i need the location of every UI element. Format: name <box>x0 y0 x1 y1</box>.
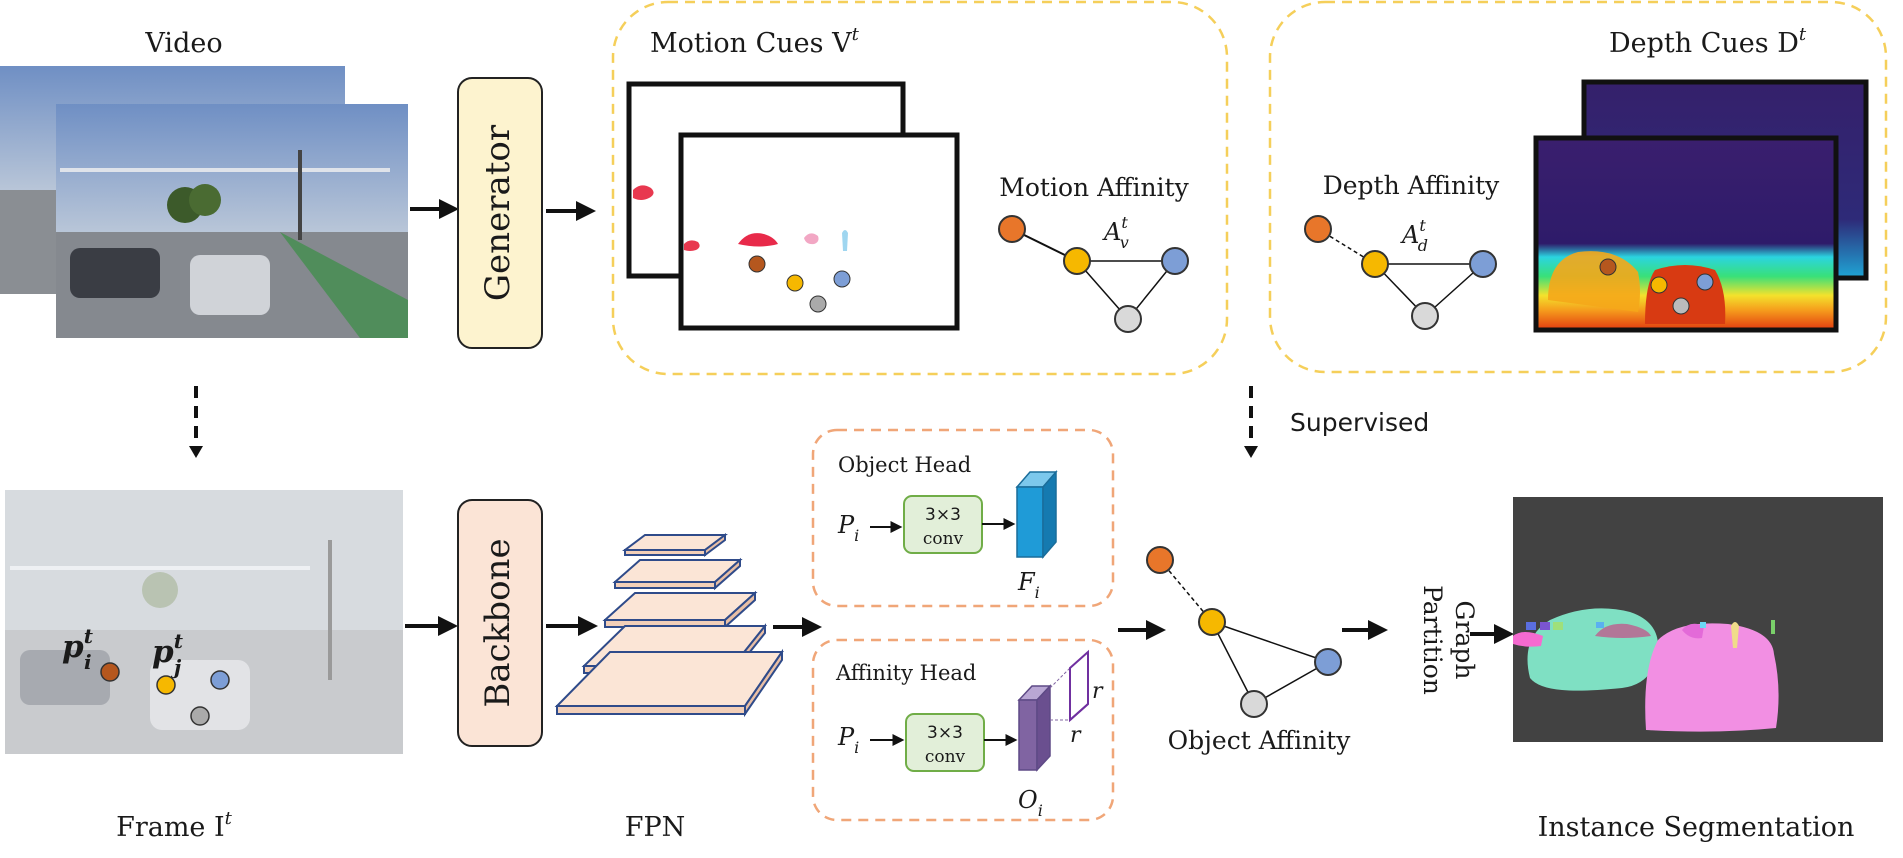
object-affinity-node-gray <box>1240 690 1268 718</box>
object-affinity-node-yellow <box>1198 608 1226 636</box>
affinity-head-conv-line1: 3×3 <box>927 723 963 743</box>
affinity-head-conv-line2: conv <box>925 747 966 767</box>
motion-node-brown <box>748 255 766 273</box>
seg-mask-mauve <box>1595 623 1651 638</box>
affinity-head-panel: Affinity Head Pi 3×3 conv r r Oi <box>811 638 1115 822</box>
motion-affinity-label: Motion Affinity <box>999 173 1189 202</box>
depth-affinity-graph <box>1304 215 1497 330</box>
segmentation-output <box>1513 497 1883 742</box>
object-affinity-node-orange <box>1146 546 1174 574</box>
affinity-r-label-2: r <box>1070 723 1082 748</box>
seg-mask-yellow <box>1731 622 1739 648</box>
object-feature-map <box>1015 469 1058 560</box>
seg-mask-small-2 <box>1540 622 1550 630</box>
motion-affinity-graph <box>998 215 1189 333</box>
motion-node-gray <box>809 295 827 313</box>
motion-affinity-node-blue <box>1161 247 1189 275</box>
video-section: Video <box>0 28 408 338</box>
object-affinity-node-blue <box>1314 648 1342 676</box>
svg-text:Graph: Graph <box>1450 601 1479 680</box>
backbone-block: Backbone <box>457 499 543 747</box>
seg-mask-small-3 <box>1553 622 1563 630</box>
fpn-level-1 <box>554 648 784 718</box>
fpn-level-5 <box>622 533 728 557</box>
seg-mask-small-4 <box>1596 622 1604 628</box>
motion-affinity-node-yellow <box>1063 247 1091 275</box>
affinity-feature-label: Oi <box>1018 786 1043 820</box>
motion-blob-back <box>633 185 654 200</box>
affinity-head-title: Affinity Head <box>835 661 976 685</box>
seg-mask-pink-small <box>1682 623 1704 639</box>
frame-node-brown <box>100 662 120 682</box>
depth-frame-front <box>1533 135 1839 333</box>
depth-affinity-node-orange <box>1304 215 1332 243</box>
motion-blob-person <box>842 230 848 251</box>
affinity-head-conv <box>905 713 985 772</box>
generator-block: Generator <box>457 77 543 349</box>
arrow-supervised <box>1244 386 1258 458</box>
object-head-title: Object Head <box>838 453 971 477</box>
object-head-conv-line2: conv <box>923 529 964 549</box>
affinity-head-input: Pi <box>837 723 859 757</box>
backbone-label: Backbone <box>478 538 518 707</box>
video-label: Video <box>144 28 222 59</box>
motion-affinity-node-orange <box>998 215 1026 243</box>
depth-affinity-node-blue <box>1469 250 1497 278</box>
frame-node-yellow <box>156 675 176 695</box>
motion-node-yellow <box>786 274 804 292</box>
seg-mask-cyan <box>1700 622 1706 628</box>
fpn-level-3 <box>602 590 758 630</box>
generator-label: Generator <box>478 124 518 301</box>
object-head-input: Pi <box>837 511 859 545</box>
motion-cues-title: Motion Cues Vt <box>650 24 860 59</box>
svg-text:Partition: Partition <box>1418 585 1447 695</box>
object-affinity-label: Object Affinity <box>1168 726 1352 755</box>
supervised-label: Supervised <box>1290 408 1429 437</box>
affinity-r-label-1: r <box>1092 679 1104 704</box>
depth-affinity-node-yellow <box>1361 250 1389 278</box>
frame-label: Frame It <box>116 808 233 843</box>
graph-partition-label: Graph Partition <box>1418 585 1479 695</box>
motion-blob-car <box>738 233 778 247</box>
seg-mask-magenta <box>1513 632 1543 647</box>
frame-node-blue <box>210 670 230 690</box>
fpn-label: FPN <box>625 812 686 843</box>
segmentation-label: Instance Segmentation <box>1538 812 1855 843</box>
fpn-level-4 <box>612 557 743 591</box>
seg-mask-pink <box>1645 623 1779 732</box>
motion-affinity-node-gray <box>1114 305 1142 333</box>
video-frame-front <box>56 104 408 338</box>
fpn-pyramid <box>554 533 784 718</box>
frame-node-gray <box>190 706 210 726</box>
seg-mask-small-1 <box>1526 622 1536 630</box>
object-head-conv-line1: 3×3 <box>925 505 961 525</box>
depth-affinity-label: Depth Affinity <box>1323 171 1500 200</box>
object-affinity-graph <box>1146 546 1342 718</box>
seg-mask-lime <box>1771 620 1775 634</box>
object-head-panel: Object Head Pi 3×3 conv Fi <box>811 428 1115 608</box>
motion-blob-pink <box>804 233 819 245</box>
arrow-video-to-frame <box>189 386 203 458</box>
object-feature-label: Fi <box>1017 568 1040 602</box>
motion-blob-left <box>684 240 700 251</box>
depth-cues-title: Depth Cues Dt <box>1609 24 1807 59</box>
motion-node-blue <box>833 270 851 288</box>
affinity-feature-map <box>1017 649 1089 772</box>
depth-affinity-node-gray <box>1411 302 1439 330</box>
